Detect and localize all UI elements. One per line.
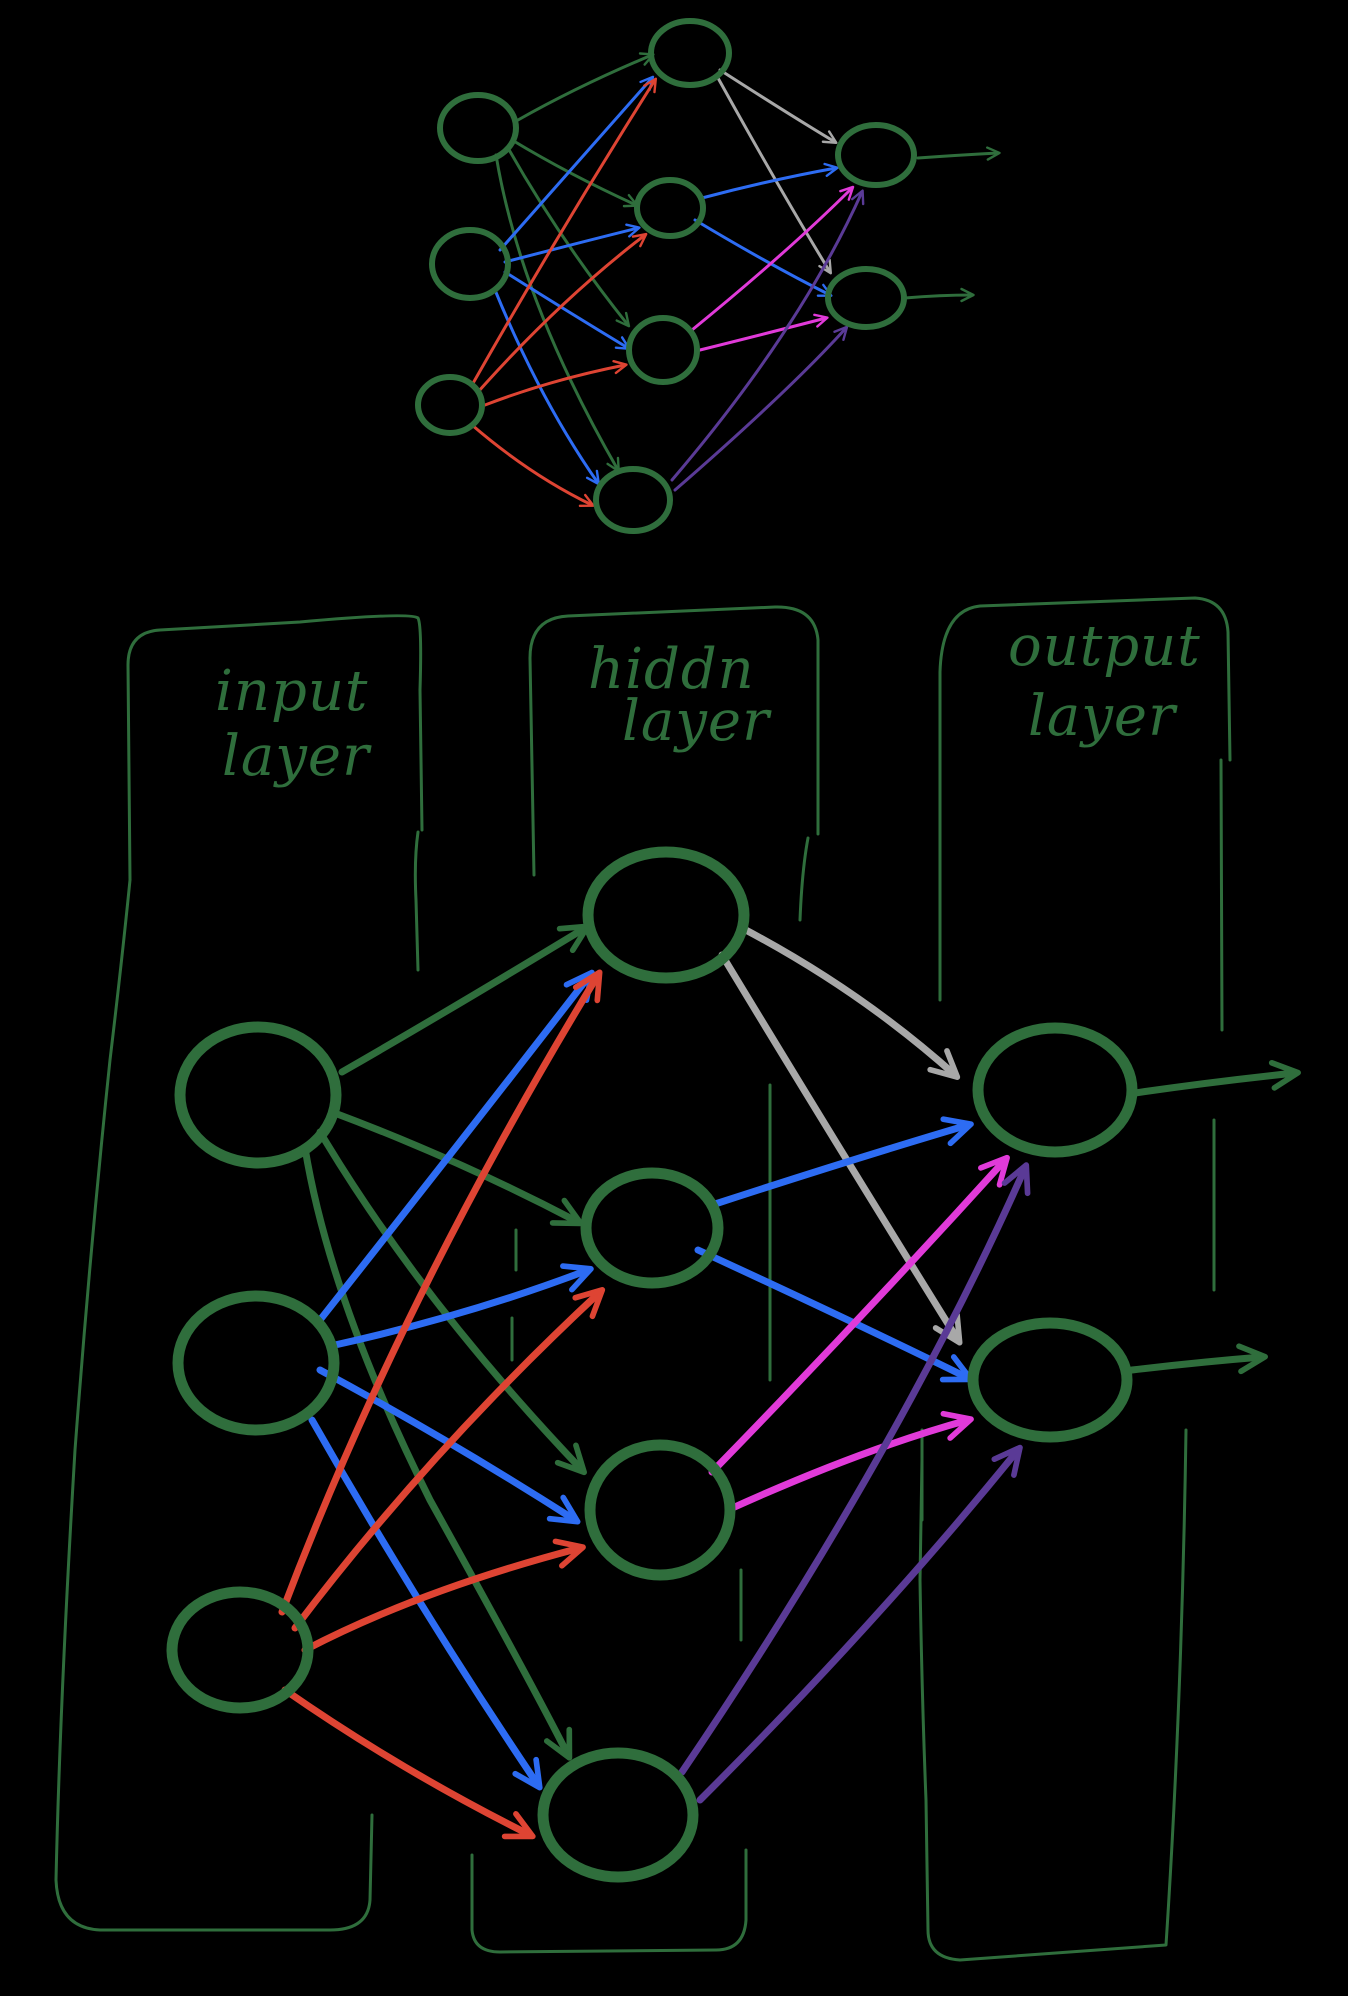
small-output-node-1: [835, 122, 917, 188]
small-edge-h3-out2: [698, 313, 829, 352]
small-edge-h3-out1: [690, 185, 855, 332]
output-arrow-1: [1131, 1059, 1301, 1097]
edge-in1-h2: [328, 1108, 584, 1227]
edge-in3-h3: [301, 1538, 586, 1654]
small-hidden-node-4: [593, 466, 673, 534]
output-arrow-2: [1128, 1343, 1268, 1375]
edge-h2-out2: [694, 1246, 974, 1383]
hidden-node-3: [584, 1439, 736, 1581]
hidden-layer-frame: [470, 605, 924, 1954]
input-node-1: [174, 1021, 342, 1169]
output-layer-subtitle: layer: [1028, 684, 1178, 749]
input-node-3: [166, 1586, 314, 1714]
edge-h3-out2: [724, 1410, 974, 1514]
hidden-layer-subtitle: layer: [622, 689, 772, 754]
hidden-layer-title: hiddn: [588, 637, 755, 702]
edge-h2-out1: [708, 1116, 974, 1209]
small-edge-h1-out2: [716, 76, 832, 275]
small-nodes: [415, 18, 917, 534]
small-edge-in3-h2: [476, 232, 648, 394]
edge-in1-h3: [316, 1128, 588, 1476]
hidden-node-4: [537, 1747, 699, 1883]
edge-h4-out1: [678, 1162, 1031, 1776]
small-input-node-1: [437, 92, 519, 164]
edge-in1-h1: [338, 923, 591, 1076]
large-edges: [278, 923, 1301, 1840]
small-input-node-2: [429, 227, 511, 301]
small-edge-h4-out2: [673, 325, 849, 492]
edge-h1-out2: [718, 951, 963, 1346]
output-node-2: [967, 1317, 1133, 1443]
edge-h1-out1: [738, 924, 961, 1080]
input-layer-title: input: [215, 659, 368, 724]
edge-in2-h1: [316, 969, 595, 1324]
output-layer-title: output: [1008, 614, 1201, 679]
small-edge-in1-h4: [494, 153, 620, 473]
edge-h4-out2: [696, 1444, 1023, 1804]
small-edge-in3-h3: [483, 359, 628, 407]
small-edge-in2-h3: [503, 270, 631, 350]
small-edge-in2-h4: [493, 288, 601, 486]
hidden-node-1: [582, 846, 750, 984]
small-edge-in1-h2: [510, 138, 639, 208]
small-edge-h2-out1: [700, 162, 839, 200]
small-edge-in2-h1: [498, 75, 655, 252]
small-edge-in3-h1: [470, 77, 658, 387]
small-input-node-3: [415, 374, 485, 436]
input-layer-subtitle: layer: [222, 724, 372, 789]
edge-h3-out1: [708, 1154, 1010, 1476]
edge-in3-h4: [281, 1686, 536, 1840]
edge-in2-h2: [331, 1263, 594, 1349]
input-layer-frame: [54, 614, 424, 1932]
small-output-arrow-1: [916, 146, 1001, 161]
small-edge-in3-h4: [470, 423, 595, 508]
output-layer-frame: [918, 596, 1232, 1962]
large-nodes: [166, 846, 1138, 1883]
small-edge-in2-h2: [503, 223, 641, 264]
small-edge-in1-h1: [516, 52, 655, 122]
small-edge-h2-out2: [693, 218, 833, 297]
small-edges: [470, 52, 1001, 508]
small-hidden-node-2: [634, 177, 706, 239]
edge-in3-h2: [291, 1287, 606, 1632]
layer-labels: input layer hiddn layer output layer: [215, 614, 1201, 789]
small-edge-in1-h3: [506, 146, 631, 328]
hidden-node-2: [580, 1167, 724, 1289]
small-hidden-node-1: [648, 18, 732, 88]
small-edge-h1-out1: [718, 68, 838, 144]
edge-in1-h4: [301, 1144, 573, 1761]
small-hidden-node-3: [626, 315, 700, 385]
edge-in3-h1: [278, 969, 603, 1616]
input-node-2: [172, 1290, 340, 1436]
output-node-1: [972, 1022, 1138, 1158]
small-edge-h4-out1: [670, 189, 865, 482]
small-output-node-2: [825, 266, 907, 330]
small-output-arrow-2: [903, 287, 975, 303]
layer-frames: [54, 596, 1232, 1962]
